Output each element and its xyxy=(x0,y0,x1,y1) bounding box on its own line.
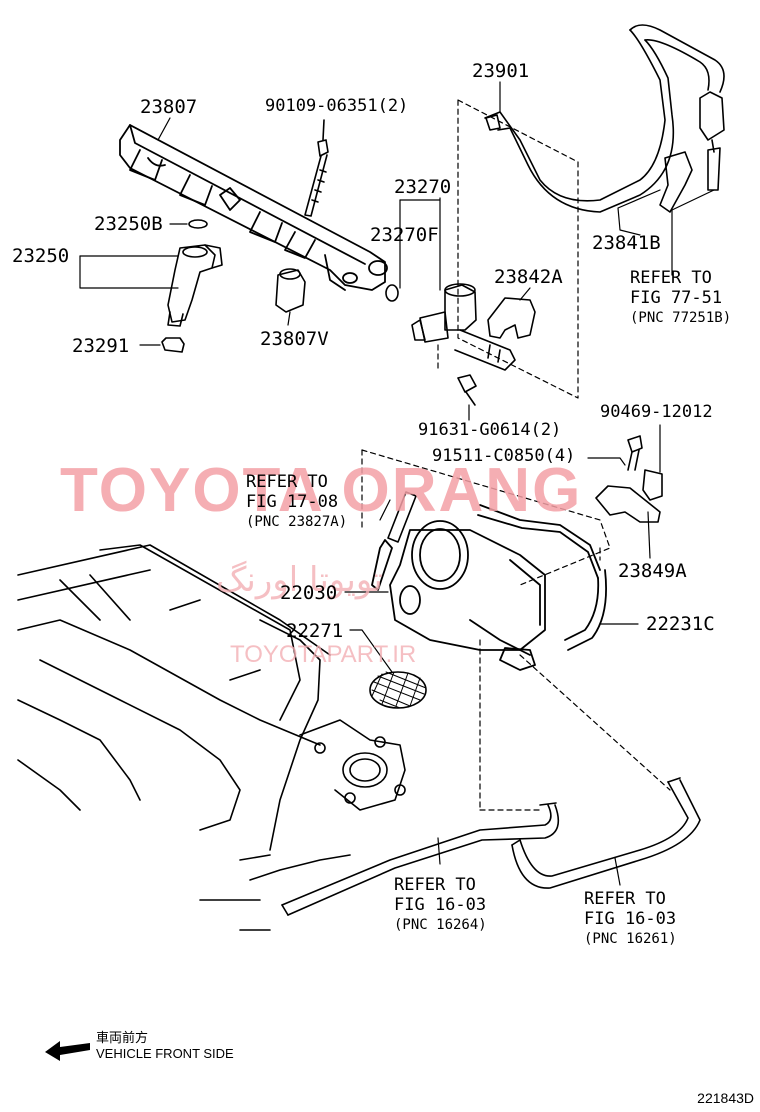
bolt-91511 xyxy=(627,435,643,471)
refer-pnc: (PNC 16261) xyxy=(584,931,677,947)
figure-code: 221843D xyxy=(697,1090,754,1106)
refer-line2: FIG 16-03 xyxy=(394,895,487,915)
refer-line1: REFER TO xyxy=(246,472,328,492)
label-23849A: 23849A xyxy=(618,560,687,582)
throttle-body xyxy=(371,504,607,671)
watermark-persian: تویوتا اورنگ xyxy=(216,560,383,600)
bracket-23849A xyxy=(595,485,661,523)
vehicle-front-jp: 車両前方 xyxy=(96,1030,149,1045)
refer-note-77-51: REFER TO FIG 77-51 (PNC 77251B) xyxy=(630,268,731,328)
label-22271: 22271 xyxy=(286,620,344,642)
label-23270F: 23270F xyxy=(370,224,439,246)
intake-manifold xyxy=(17,544,406,931)
hose-refer-16261 xyxy=(511,777,701,889)
pressure-regulator xyxy=(411,283,516,371)
refer-pnc: (PNC 16264) xyxy=(394,917,487,933)
bracket-23842A xyxy=(487,297,536,339)
label-23291: 23291 xyxy=(72,335,130,357)
refer-line2: FIG 77-51 xyxy=(630,288,723,308)
label-23841B: 23841B xyxy=(592,232,661,254)
label-22030: 22030 xyxy=(280,582,338,604)
refer-note-16261: REFER TO FIG 16-03 (PNC 16261) xyxy=(584,889,677,949)
watermark-brand: TOYOTA ORANG xyxy=(60,456,583,525)
o-ring-23270F xyxy=(385,284,399,302)
hose-refer-16264 xyxy=(281,802,560,916)
label-23807V: 23807V xyxy=(260,328,329,350)
vehicle-front-label: 車両前方 VEHICLE FRONT SIDE xyxy=(96,1030,234,1062)
seal-23291 xyxy=(161,337,185,353)
clip-23841B xyxy=(659,151,693,213)
refer-line1: REFER TO xyxy=(584,889,666,909)
clip-90469 xyxy=(642,469,663,501)
refer-line1: REFER TO xyxy=(630,268,712,288)
label-23842A: 23842A xyxy=(494,266,563,288)
label-23270: 23270 xyxy=(394,176,452,198)
refer-note-16264: REFER TO FIG 16-03 (PNC 16264) xyxy=(394,875,487,935)
refer-line2: FIG 16-03 xyxy=(584,909,677,929)
refer-note-17-08: REFER TO FIG 17-08 (PNC 23827A) xyxy=(246,472,347,532)
dashed-group-box-throttle xyxy=(361,449,671,811)
refer-pnc: (PNC 77251B) xyxy=(630,310,732,326)
label-90109: 90109-06351(2) xyxy=(265,96,409,116)
bolt-91631 xyxy=(457,374,477,406)
vehicle-front-en: VEHICLE FRONT SIDE xyxy=(96,1046,234,1061)
refer-pnc: (PNC 23827A) xyxy=(246,514,348,530)
fuel-injector xyxy=(167,219,223,327)
gasket-22271 xyxy=(369,671,427,709)
fuel-rail xyxy=(119,124,388,291)
hose-refer-17-08 xyxy=(387,491,417,543)
refer-line2: FIG 17-08 xyxy=(246,492,339,512)
label-90469: 90469-12012 xyxy=(600,402,713,422)
bolt-90109 xyxy=(304,119,329,217)
label-91631: 91631-G0614(2) xyxy=(418,420,562,440)
watermark-site: TOYOTAPART.IR xyxy=(230,641,417,668)
leader-lines xyxy=(79,81,715,886)
label-22231C: 22231C xyxy=(646,613,715,635)
insulator-23807V xyxy=(275,268,306,313)
fuel-hose-23901 xyxy=(484,24,725,213)
dashed-group-box-top xyxy=(437,99,579,399)
label-23250B: 23250B xyxy=(94,213,163,235)
label-23807: 23807 xyxy=(140,96,198,118)
label-23901: 23901 xyxy=(472,60,530,82)
refer-line1: REFER TO xyxy=(394,875,476,895)
label-23250: 23250 xyxy=(12,245,70,267)
label-91511: 91511-C0850(4) xyxy=(432,446,576,466)
front-arrow-icon xyxy=(45,1041,90,1061)
